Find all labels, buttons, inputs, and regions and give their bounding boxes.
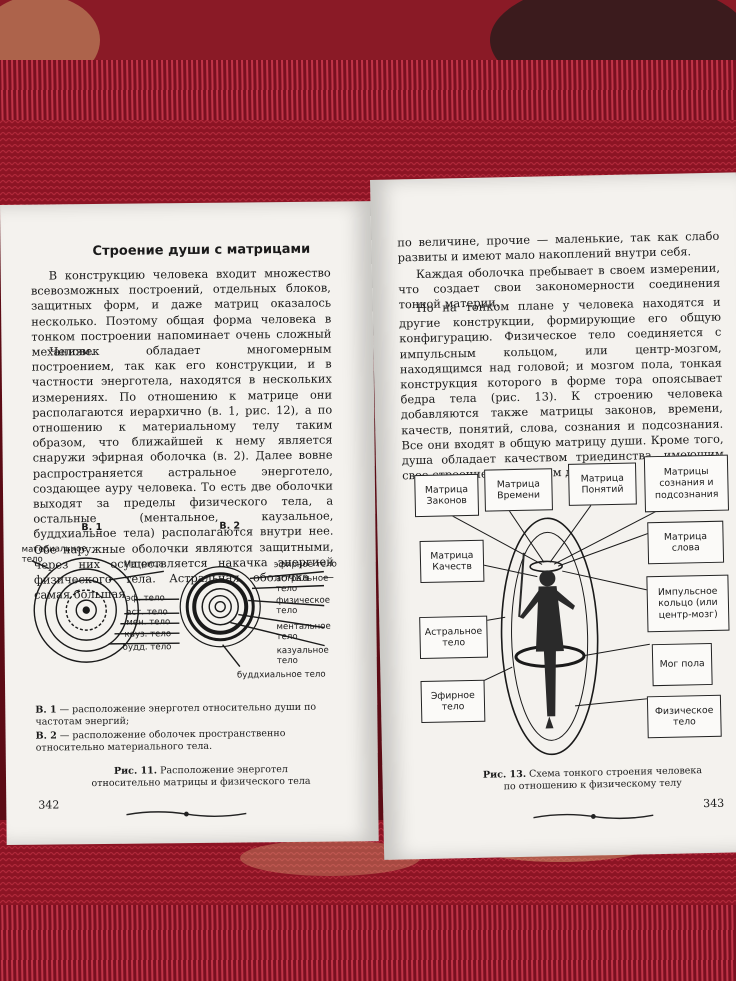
v1-label-astral: аст. тело bbox=[126, 607, 168, 618]
v1-label-matrix: Матрица bbox=[123, 559, 164, 570]
figure-13-caption: Рис. 13. Схема тонкого строения человека… bbox=[482, 765, 702, 794]
box-matrix-qualities: Матрица Качеств bbox=[419, 539, 485, 584]
caption-key-11: Рис. 11. bbox=[113, 765, 158, 777]
box-matrix-consciousness: Матрицы сознания и подсознания bbox=[643, 454, 730, 513]
legend-key-v2: В. 2 bbox=[35, 730, 57, 742]
box-astral-body: Астральное тело bbox=[419, 615, 489, 660]
box-matrix-laws: Матрица Законов bbox=[414, 473, 480, 518]
figure-legend-v2: В. 2 — расположение оболочек пространств… bbox=[36, 728, 336, 755]
v1-label-causal: кауз. тело bbox=[124, 629, 172, 640]
v1-label-buddhic: будд. тело bbox=[122, 642, 172, 653]
legend-text-v2: — расположение оболочек пространственно … bbox=[35, 728, 286, 754]
v1-title: В. 1 bbox=[81, 521, 103, 534]
page-number-left: 342 bbox=[38, 798, 60, 812]
figure-legend-v1: В. 1 — расположение энерготел относитель… bbox=[35, 702, 335, 729]
legend-key-v1: В. 1 bbox=[35, 704, 57, 716]
chapter-heading: Строение души с матрицами bbox=[92, 241, 311, 260]
page-number-right: 343 bbox=[702, 796, 725, 811]
box-impulse-ring: Импульсное кольцо (или центр-мозг) bbox=[646, 574, 730, 633]
box-sex-brain: Мог пола bbox=[651, 642, 713, 687]
v2-label-astral: астральное тело bbox=[275, 573, 329, 595]
subtle-structure-diagram bbox=[438, 503, 672, 756]
box-matrix-time: Матрица Времени bbox=[484, 468, 553, 512]
ornament-right bbox=[533, 813, 654, 820]
box-physical-body: Физическое тело bbox=[646, 694, 722, 739]
v2-label-mental: ментальное тело bbox=[276, 621, 331, 643]
figure-11-caption: Рис. 11. Расположение энерготел относите… bbox=[86, 764, 316, 790]
right-page: по величине, прочие — маленькие, так как… bbox=[370, 172, 736, 860]
v2-title: В. 2 bbox=[219, 520, 241, 532]
v1-label-material: материальное тело bbox=[21, 544, 87, 565]
legend-text-v1: — расположение энерготел относительно ду… bbox=[35, 701, 317, 728]
v2-label-causal: казуальное тело bbox=[276, 645, 329, 667]
left-page: Строение души с матрицами В конструкцию … bbox=[0, 201, 379, 845]
box-matrix-concepts: Матрица Понятий bbox=[567, 462, 637, 506]
right-paragraph-1: по величине, прочие — маленькие, так как… bbox=[397, 228, 720, 265]
caption-text-13: Схема тонкого строения человека по отнош… bbox=[503, 765, 703, 793]
ornament-left bbox=[126, 811, 247, 817]
v2-label-physical: физическое тело bbox=[276, 595, 331, 617]
v1-label-mental: мен. тело bbox=[126, 617, 171, 628]
v2-label-buddhic: буддхиальное тело bbox=[236, 669, 326, 681]
box-matrix-word: Матрица слова bbox=[647, 520, 725, 565]
caption-key-13: Рис. 13. bbox=[482, 768, 527, 781]
v2-label-ether: эфирное тело bbox=[273, 559, 337, 571]
v1-label-ether: эф. тело bbox=[126, 593, 165, 604]
energy-bodies-diagram bbox=[31, 557, 325, 667]
box-ether-body: Эфирное тело bbox=[420, 679, 486, 724]
